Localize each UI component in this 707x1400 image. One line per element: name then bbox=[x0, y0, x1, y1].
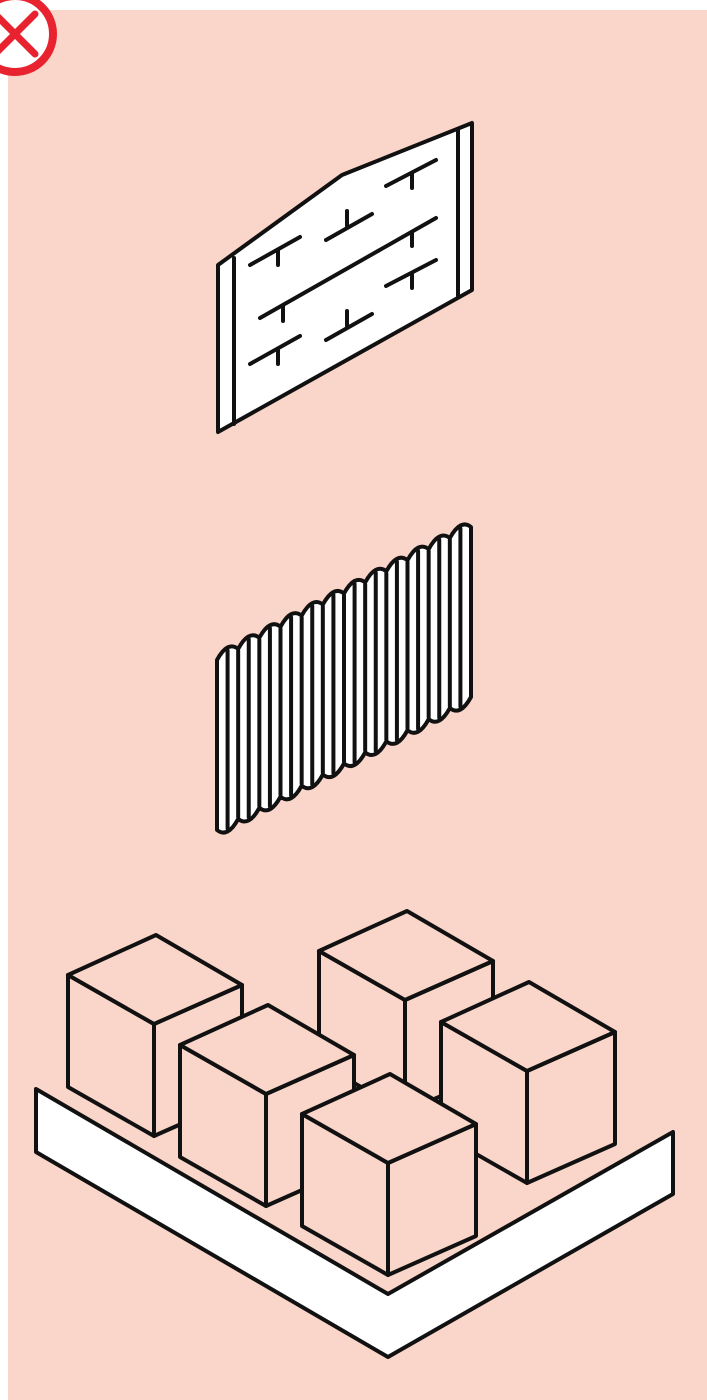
wall-tie-panel bbox=[218, 123, 472, 432]
corrugated-sheet bbox=[217, 524, 471, 832]
boxes-on-tray bbox=[36, 911, 673, 1357]
x-circle-icon[interactable] bbox=[0, 0, 53, 72]
